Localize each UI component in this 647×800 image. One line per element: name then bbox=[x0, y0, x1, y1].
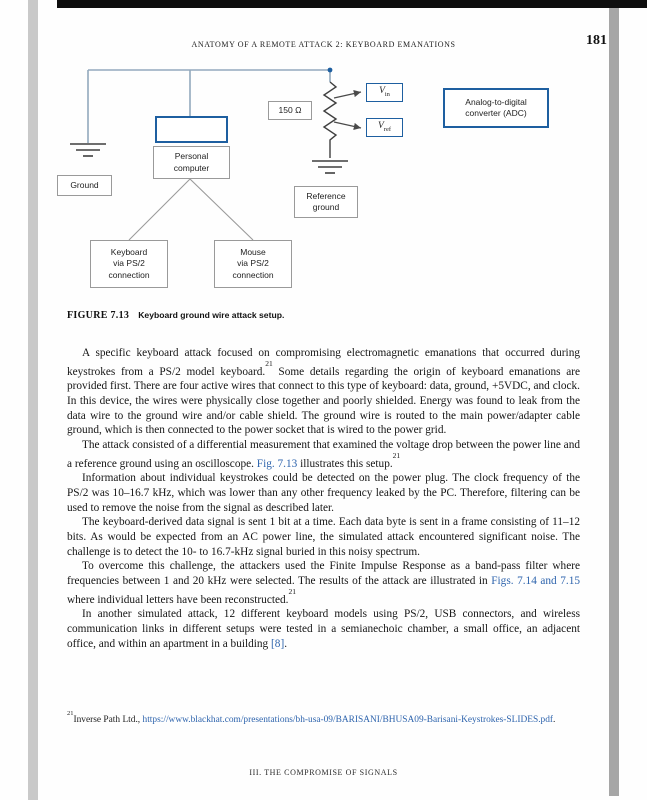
mouse-label-line2: via PS/2 bbox=[237, 258, 269, 269]
reference-ground-symbol bbox=[312, 160, 348, 174]
scan-left-edge bbox=[28, 0, 38, 800]
figure-caption: FIGURE 7.13 Keyboard ground wire attack s… bbox=[67, 305, 580, 323]
scan-right-edge bbox=[609, 8, 619, 796]
personal-computer-box: Personal computer bbox=[153, 146, 230, 179]
adc-label-line2: converter (ADC) bbox=[465, 108, 527, 118]
paragraph-4: The keyboard-derived data signal is sent… bbox=[67, 515, 580, 559]
vin-box: Vin bbox=[366, 83, 403, 102]
power-wires bbox=[87, 69, 331, 143]
text-run: Information about individual keystrokes … bbox=[67, 472, 580, 514]
text-run: . bbox=[284, 637, 288, 650]
text-run: The attack consisted of a differential m… bbox=[67, 438, 580, 470]
body-text: A specific keyboard attack focused on co… bbox=[67, 346, 580, 651]
figs-7-14-7-15-link[interactable]: Figs. 7.14 and 7.15 bbox=[491, 575, 580, 588]
footnote-period: . bbox=[553, 715, 556, 726]
running-footer: III. THE COMPROMISE OF SIGNALS bbox=[249, 768, 398, 777]
reference-ground-line2: ground bbox=[312, 202, 340, 212]
keyboard-label-line2: via PS/2 bbox=[113, 258, 145, 269]
paragraph-2: The attack consisted of a differential m… bbox=[67, 438, 580, 471]
resistor-label: 150 Ω bbox=[278, 104, 302, 115]
reference-ground-line1: Reference bbox=[306, 190, 346, 201]
pc-label-line1: Personal bbox=[174, 151, 209, 162]
pc-label-line2: computer bbox=[173, 162, 210, 173]
mouse-box: Mouse via PS/2 connection bbox=[214, 240, 292, 288]
vin-label: Vin bbox=[379, 86, 390, 99]
text-run: A specific keyboard attack focused on co… bbox=[67, 347, 580, 378]
keyboard-box: Keyboard via PS/2 connection bbox=[90, 240, 168, 288]
footnote-ref-21: 21 bbox=[288, 586, 296, 596]
text-run: The keyboard-derived data signal is sent… bbox=[67, 516, 580, 558]
keyboard-label-line3: connection bbox=[108, 269, 150, 280]
vref-label: Vref bbox=[377, 121, 392, 134]
peripheral-connection-lines bbox=[128, 178, 254, 241]
running-header: ANATOMY OF A REMOTE ATTACK 2: KEYBOARD E… bbox=[191, 40, 456, 49]
text-run: In another simulated attack, 12 differen… bbox=[67, 608, 580, 650]
pc-monitor-box bbox=[155, 116, 228, 143]
page-number: 181 bbox=[586, 33, 607, 48]
paragraph-5: To overcome this challenge, the attacker… bbox=[67, 559, 580, 607]
ground-symbol bbox=[70, 143, 106, 157]
adc-label-line1: Analog-to-digital bbox=[465, 96, 527, 107]
mouse-label-line3: connection bbox=[232, 269, 274, 280]
text-run: illustrates this setup. bbox=[297, 457, 393, 470]
circuit-wires bbox=[70, 67, 362, 241]
paragraph-1: A specific keyboard attack focused on co… bbox=[67, 346, 580, 438]
reference-8-link[interactable]: [8] bbox=[271, 637, 285, 650]
vref-box: Vref bbox=[366, 118, 403, 137]
footnote-ref-21: 21 bbox=[265, 358, 273, 368]
adc-box: Analog-to-digital converter (ADC) bbox=[443, 88, 549, 128]
figure-caption-label: FIGURE 7.13 bbox=[67, 310, 130, 321]
footnote-21: 21Inverse Path Ltd., https://www.blackha… bbox=[67, 710, 580, 728]
reference-ground-box: Reference ground bbox=[294, 186, 358, 218]
figure-diagram: Personal computer Ground 150 Ω Vin Vref … bbox=[0, 58, 647, 310]
keyboard-label-line1: Keyboard bbox=[110, 247, 148, 258]
resistor-symbol bbox=[322, 81, 338, 158]
footnote-number: 21 bbox=[67, 710, 74, 717]
junction-dot bbox=[327, 67, 333, 73]
paragraph-6: In another simulated attack, 12 differen… bbox=[67, 607, 580, 651]
resistor-label-box: 150 Ω bbox=[268, 101, 312, 120]
footnote-ref-21: 21 bbox=[392, 450, 401, 460]
figure-caption-text: Keyboard ground wire attack setup. bbox=[138, 310, 285, 320]
footnote-url-link[interactable]: https://www.blackhat.com/presentations/b… bbox=[142, 715, 554, 726]
text-run: where individual letters have been recon… bbox=[67, 593, 289, 606]
mouse-label-line1: Mouse bbox=[240, 247, 266, 258]
text-run: Some details regarding the origin of key… bbox=[67, 365, 580, 437]
probe-arrows bbox=[333, 90, 362, 130]
fig-7-13-link[interactable]: Fig. 7.13 bbox=[256, 457, 298, 470]
paragraph-3: Information about individual keystrokes … bbox=[67, 471, 580, 515]
ground-label: Ground bbox=[70, 179, 99, 190]
ground-label-box: Ground bbox=[57, 175, 112, 196]
text-run: To overcome this challenge, the attacker… bbox=[67, 560, 580, 588]
scan-top-bar bbox=[57, 0, 647, 8]
footnote-text: Inverse Path Ltd., bbox=[73, 715, 143, 726]
